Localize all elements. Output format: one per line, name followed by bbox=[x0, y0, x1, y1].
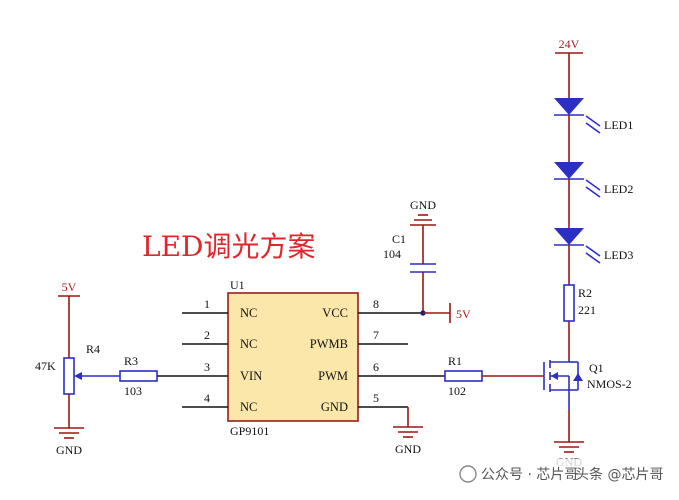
gnd-label-r4: GND bbox=[56, 443, 82, 457]
watermark-left-text: 公众号 · 芯片哥 bbox=[481, 467, 578, 483]
led3-ray-2 bbox=[585, 252, 601, 264]
power-5v-right: 5V bbox=[456, 307, 471, 321]
led1-ref: LED1 bbox=[604, 118, 633, 132]
q1-value: NMOS-2 bbox=[587, 377, 632, 391]
r2-ref: R2 bbox=[578, 286, 592, 300]
c1-value: 104 bbox=[383, 247, 401, 261]
led3-ref: LED3 bbox=[604, 248, 633, 262]
r4-ref: R4 bbox=[86, 342, 100, 356]
ic-pin8-name: VCC bbox=[322, 306, 348, 320]
diagram-title: LED调光方案 bbox=[142, 230, 315, 263]
led2-ray-1 bbox=[585, 179, 601, 191]
r3-ref: R3 bbox=[124, 354, 138, 368]
r1-resistor: R1 102 bbox=[444, 354, 544, 398]
r2-value: 221 bbox=[578, 303, 596, 317]
ic-pin2-name: NC bbox=[240, 337, 257, 351]
q1-diode-symbol bbox=[573, 373, 583, 381]
ic-pin2-number: 2 bbox=[204, 328, 210, 342]
gnd-pin5-net: GND bbox=[393, 407, 423, 456]
power-24v: 24V bbox=[559, 37, 580, 51]
ic-pin3-number: 3 bbox=[204, 360, 210, 374]
watermark-background bbox=[455, 459, 667, 489]
led2-ref: LED2 bbox=[604, 182, 633, 196]
r2-resistor: R2 221 bbox=[563, 284, 596, 360]
ic-pin3-name: VIN bbox=[240, 369, 262, 383]
led2-symbol bbox=[554, 162, 584, 179]
ic-ref-label: U1 bbox=[230, 278, 245, 292]
c1-ref: C1 bbox=[392, 232, 406, 246]
wechat-icon bbox=[459, 465, 477, 483]
ic-pin7-name: PWMB bbox=[310, 337, 348, 351]
gnd-label-pin5: GND bbox=[395, 442, 421, 456]
ic-pin5-name: GND bbox=[321, 400, 348, 414]
r1-body bbox=[444, 370, 483, 382]
led1-ray-2 bbox=[585, 122, 601, 134]
r1-value: 102 bbox=[448, 384, 466, 398]
watermark-right-text: 头条 @芯片哥 bbox=[575, 466, 663, 483]
led-string: 24V LED1 LED2 LED3 bbox=[554, 37, 633, 285]
r3-resistor: R3 103 bbox=[119, 354, 158, 398]
led3-ray-1 bbox=[585, 245, 601, 257]
q1-drain bbox=[550, 360, 570, 363]
q1-source bbox=[550, 389, 570, 410]
r3-value: 103 bbox=[124, 384, 142, 398]
c1-capacitor: GND C1 104 5V bbox=[383, 198, 471, 323]
ic-pin4-number: 4 bbox=[204, 391, 210, 405]
r4-potentiometer: 5V 47K R4 GND bbox=[35, 280, 120, 457]
ic-pin1-name: NC bbox=[240, 306, 257, 320]
q1-arrow bbox=[551, 372, 558, 380]
ic-pin4-name: NC bbox=[240, 400, 257, 414]
q1-ref: Q1 bbox=[589, 361, 604, 375]
ic-pin7-number: 7 bbox=[373, 328, 379, 342]
ic-part-label: GP9101 bbox=[230, 424, 269, 438]
r4-value: 47K bbox=[35, 359, 56, 373]
ic-pin6-name: PWM bbox=[318, 369, 348, 383]
q1-mosfet: Q1 NMOS-2 GND bbox=[543, 360, 632, 469]
ic-body bbox=[227, 292, 359, 422]
r4-wiper-arrow bbox=[74, 372, 82, 380]
led3-symbol bbox=[554, 228, 584, 245]
ic-pin8-number: 8 bbox=[373, 297, 379, 311]
r2-body bbox=[563, 284, 575, 322]
r4-body bbox=[63, 357, 75, 395]
ic-pin6-number: 6 bbox=[373, 360, 379, 374]
ic-u1: U1 GP9101 1 2 3 4 NC NC VIN NC 8 7 6 5 V… bbox=[157, 278, 445, 438]
ic-pin5-number: 5 bbox=[373, 391, 379, 405]
r1-ref: R1 bbox=[448, 354, 462, 368]
ic-pin1-number: 1 bbox=[204, 297, 210, 311]
power-5v-left: 5V bbox=[62, 280, 77, 294]
watermark: 公众号 · 芯片哥 头条 @芯片哥 bbox=[455, 459, 667, 489]
led2-ray-2 bbox=[585, 186, 601, 198]
gnd-label-c1: GND bbox=[410, 198, 436, 212]
led1-ray-1 bbox=[585, 115, 601, 127]
led1-symbol bbox=[554, 98, 584, 115]
r3-body bbox=[119, 370, 158, 382]
